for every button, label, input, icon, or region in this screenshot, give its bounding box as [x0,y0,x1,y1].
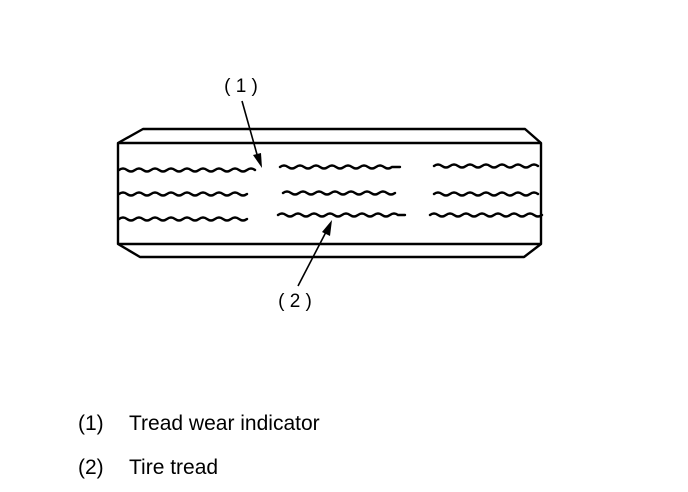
tread-grooves [117,163,544,222]
groove-right-2 [432,191,540,197]
callout-1-label: ( 1 ) [224,76,258,97]
legend-text: Tire tread [129,456,219,479]
leader-2 [297,220,332,287]
legend-number: (1) [78,412,104,435]
arrowhead-2 [322,220,332,236]
tire-outline [116,127,543,259]
groove-right-3 [428,212,544,218]
callout-2-label: ( 2 ) [278,291,312,312]
groove-mid-3 [276,212,407,218]
legend-text: Tread wear indicator [129,412,320,435]
groove-mid-2 [281,190,397,196]
groove-left-2 [117,191,249,197]
legend-item-1: (1) Tread wear indicator [78,402,320,446]
groove-left-3 [117,216,249,222]
groove-mid-1 [278,164,402,170]
legend-number: (2) [78,456,104,479]
groove-right-1 [432,163,540,169]
legend: (1) Tread wear indicator (2) Tire tread [78,402,320,490]
legend-item-2: (2) Tire tread [78,446,320,490]
leader-1 [241,100,262,168]
groove-left-1 [117,167,257,173]
arrowhead-1 [253,153,262,168]
